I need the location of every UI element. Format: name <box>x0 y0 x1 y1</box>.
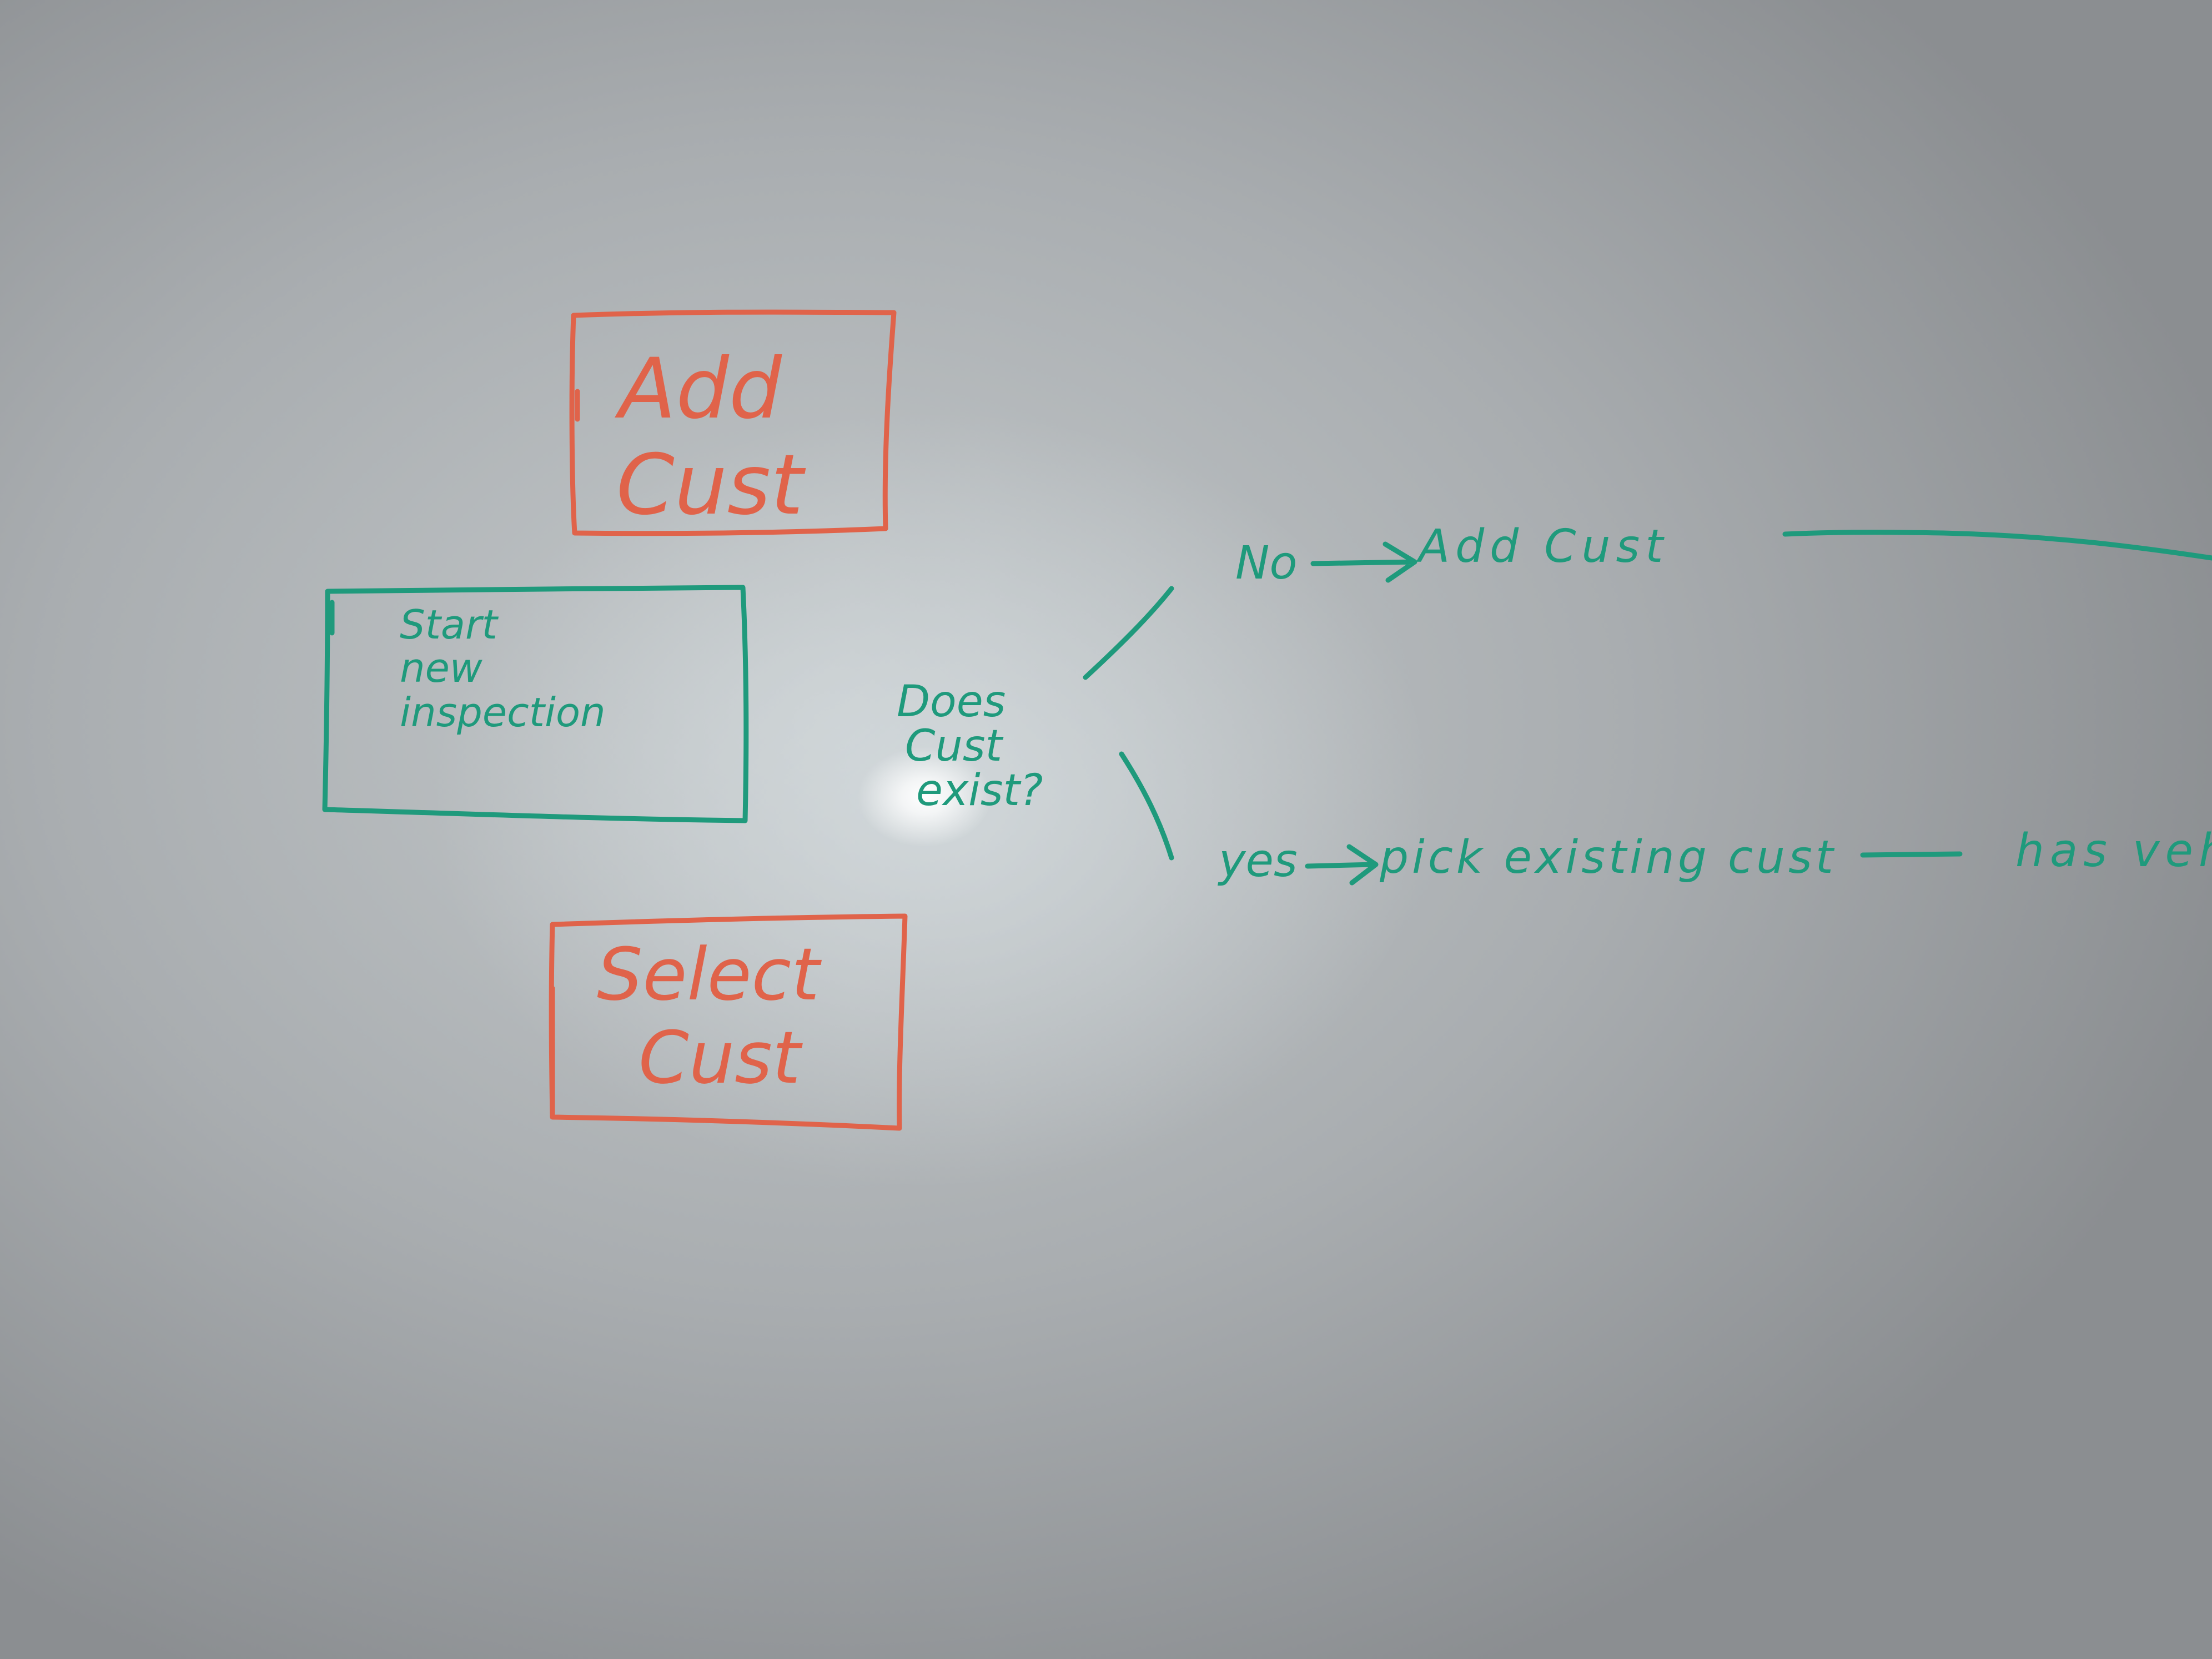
no-branch-continuation-line <box>1782 530 2212 561</box>
select-cust-node: Select Cust <box>549 913 908 1131</box>
yes-branch: yes pick existing cust has vehi <box>1217 825 2212 887</box>
yes-branch-target: pick existing cust <box>1379 831 1837 884</box>
start-label-line1: Start <box>400 601 499 648</box>
yes-branch-line <box>1119 751 1174 861</box>
add-cust-label-line1: Add <box>615 341 782 438</box>
start-label-line2: new <box>400 645 482 691</box>
no-branch-line <box>1083 586 1174 680</box>
no-branch-target: Add Cust <box>1416 520 1668 573</box>
no-branch: No Add Cust <box>1235 520 2212 590</box>
yes-branch-label: yes <box>1217 834 1298 887</box>
start-node: Start new inspection <box>322 585 749 823</box>
yes-branch-connector <box>1860 851 1963 858</box>
start-box <box>322 585 749 823</box>
add-cust-box <box>569 309 897 536</box>
no-branch-arrow <box>1310 541 1417 583</box>
select-cust-label-line1: Select <box>597 932 822 1017</box>
start-label-line3: inspection <box>400 689 606 736</box>
decision-label-line3: exist? <box>916 766 1043 816</box>
yes-branch-continuation: has vehi <box>2015 825 2212 877</box>
decision-node: Does Cust exist? <box>897 677 1043 816</box>
add-cust-node: Add Cust <box>569 309 897 536</box>
add-cust-label-line2: Cust <box>616 437 806 534</box>
decision-label-line2: Cust <box>905 721 1004 771</box>
yes-branch-arrow <box>1305 844 1379 886</box>
no-branch-label: No <box>1235 537 1298 590</box>
decision-label-line1: Does <box>897 677 1006 727</box>
select-cust-label-line2: Cust <box>639 1015 803 1100</box>
